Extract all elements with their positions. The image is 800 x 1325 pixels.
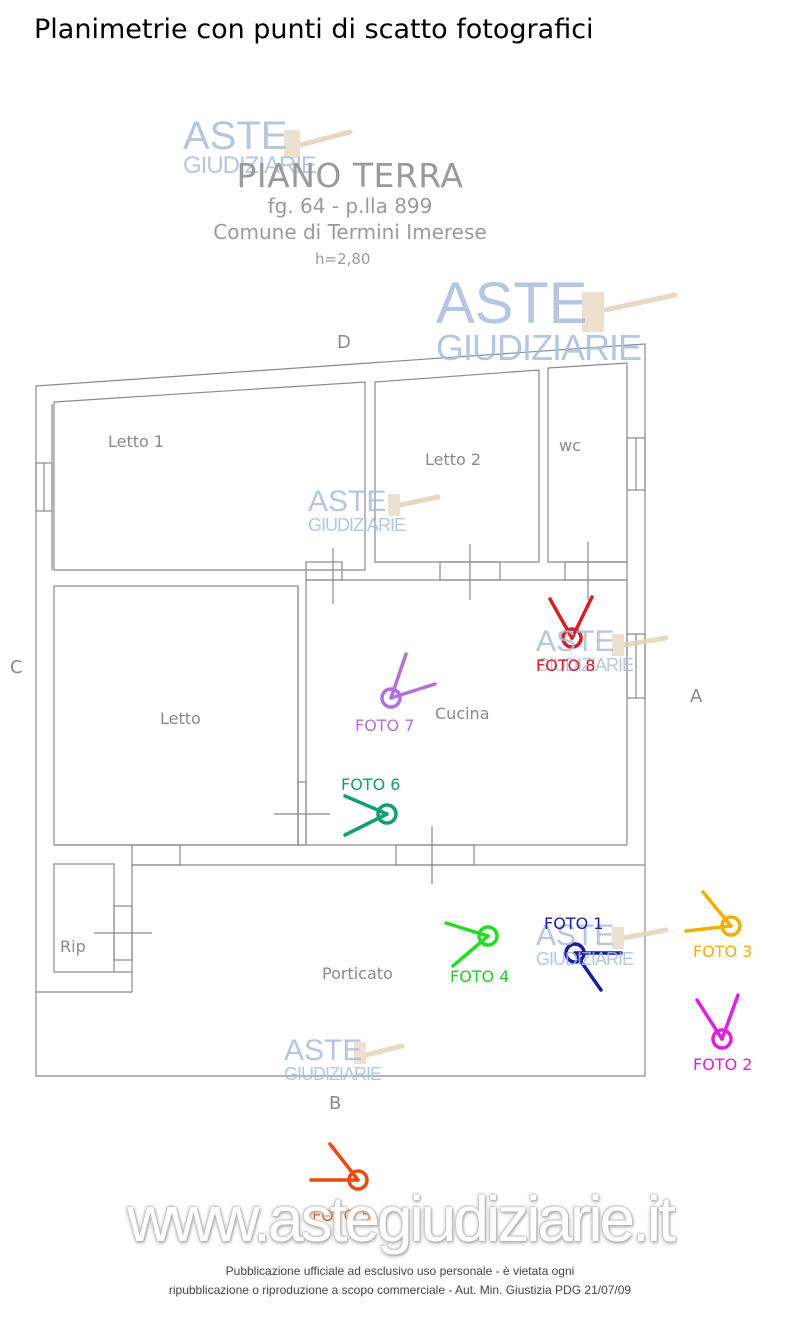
watermark-brand-line1: ASTE (536, 919, 615, 952)
foto-2-marker (695, 993, 740, 1050)
room-wc-outline (547, 362, 628, 563)
side-label-right: A (690, 686, 703, 707)
room-label-rip: Rip (60, 937, 86, 956)
side-label-top: D (337, 332, 351, 353)
plan-title: PIANO TERRA (236, 156, 464, 195)
footer-notice-line1: Pubblicazione ufficiale ad esclusivo uso… (225, 1264, 575, 1278)
side-label-bottom: B (329, 1093, 342, 1114)
plan-municipality: Comune di Termini Imerese (213, 220, 487, 244)
page-title: Planimetrie con punti di scatto fotograf… (34, 14, 594, 45)
watermark-brand-line1: ASTE (308, 485, 387, 518)
foto-8-label: FOTO 8 (536, 656, 596, 675)
foto-2-label: FOTO 2 (693, 1055, 753, 1074)
watermark-site-url: www.astegiudiziarie.it (127, 1183, 676, 1255)
room-label-cucina: Cucina (435, 704, 490, 723)
watermark-brand-line2: GIUDIZIARIE (536, 655, 634, 675)
foto-3-marker (684, 890, 742, 937)
foto-1-marker (564, 942, 623, 992)
foto-5-label: FOTO 5 (312, 1206, 372, 1225)
watermark-logo-2: ASTE GIUDIZIARIE (436, 271, 642, 368)
room-label-letto-2: Letto 2 (425, 450, 482, 469)
photo-markers (309, 595, 742, 1191)
foto-1-label: FOTO 1 (544, 914, 604, 933)
watermark-brand-line2: GIUDIZIARIE (536, 949, 634, 969)
foto-6-label: FOTO 6 (341, 775, 401, 794)
watermark-logo-4: ASTE GIUDIZIARIE (536, 625, 634, 675)
foto-7-marker (380, 652, 437, 709)
watermark-brand-line2: GIUDIZIARIE (308, 515, 406, 535)
room-label-wc: wc (559, 436, 581, 455)
watermark-logo-5: ASTE GIUDIZIARIE (536, 919, 634, 969)
watermark-brand-line2: GIUDIZIARIE (183, 152, 317, 179)
watermark-hammers (284, 129, 678, 1064)
foto-6-marker (343, 794, 398, 837)
plan-cadastral-ref: fg. 64 - p.lla 899 (267, 194, 433, 218)
plan-height: h=2,80 (315, 250, 371, 268)
room-label-letto: Letto (160, 709, 201, 728)
watermark-logo-1: ASTE GIUDIZIARIE (183, 114, 317, 179)
outer-wall (35, 343, 646, 1077)
footer-notice-line2: ripubblicazione o riproduzione a scopo c… (168, 1283, 632, 1297)
watermark-brand-line1: ASTE (436, 271, 588, 336)
watermark-brand-line2: GIUDIZIARIE (284, 1064, 382, 1084)
room-label-porticato: Porticato (322, 964, 393, 983)
watermark-brand-line2: GIUDIZIARIE (436, 327, 642, 368)
watermark-brand-line1: ASTE (284, 1034, 363, 1067)
watermark-logo-3: ASTE GIUDIZIARIE (308, 485, 406, 535)
watermark-brand-line1: ASTE (183, 114, 288, 158)
foto-8-marker (548, 595, 594, 649)
foto-3-label: FOTO 3 (693, 942, 753, 961)
foto-7-label: FOTO 7 (355, 716, 415, 735)
watermark-brand-line1: ASTE (536, 625, 615, 658)
room-label-letto-1: Letto 1 (108, 432, 165, 451)
room-letto-2-outline (374, 369, 540, 563)
foto-4-marker (444, 921, 499, 968)
room-letto-1-outline (53, 381, 366, 571)
foto-5-marker (309, 1142, 369, 1191)
side-label-left: C (10, 657, 23, 678)
foto-4-label: FOTO 4 (450, 967, 510, 986)
watermark-logo-6: ASTE GIUDIZIARIE (284, 1034, 382, 1084)
